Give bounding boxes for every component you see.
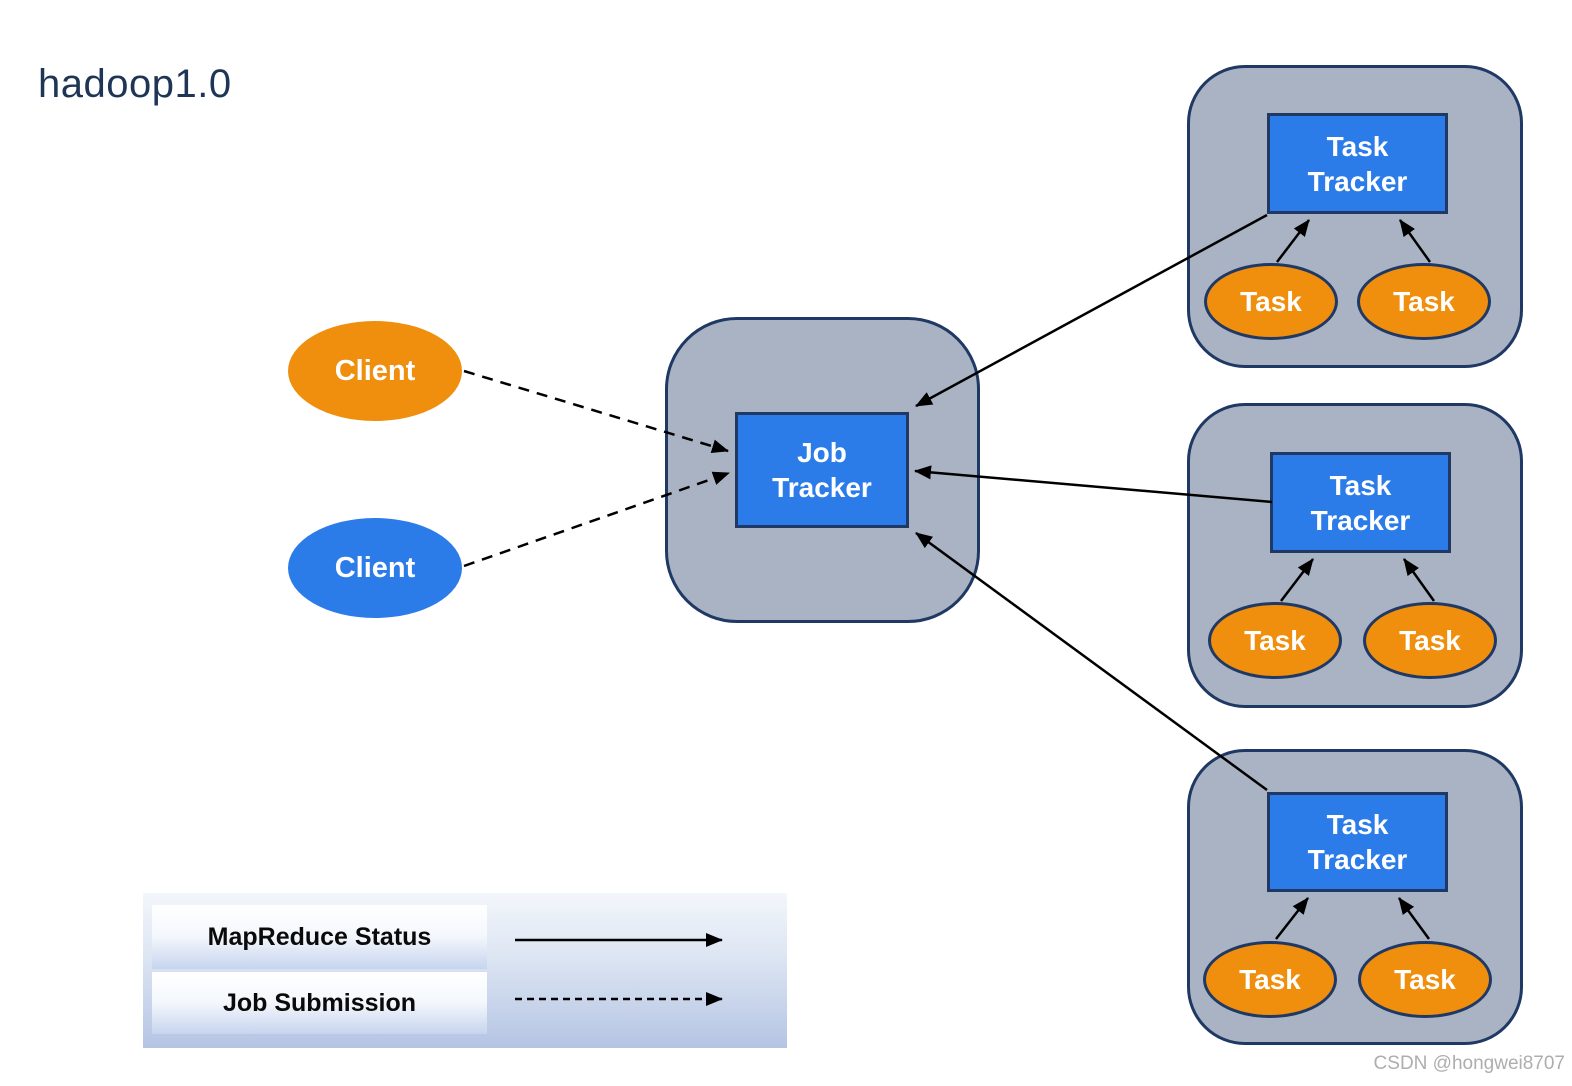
legend-item-mapreduce-status: MapReduce Status <box>152 905 487 969</box>
task-label: Task <box>1244 624 1306 656</box>
task-label: Task <box>1240 285 1302 317</box>
task-node: Task <box>1357 263 1491 340</box>
legend-label: Job Submission <box>222 988 417 1017</box>
task-tracker-label: Task Tracker <box>1310 469 1411 536</box>
watermark: CSDN @hongwei8707 <box>1373 1053 1565 1074</box>
legend-label: MapReduce Status <box>207 922 432 951</box>
task-label: Task <box>1399 624 1461 656</box>
task-tracker-node-2: Task Tracker <box>1270 452 1451 553</box>
legend-panel: MapReduce Status Job Submission <box>143 893 787 1048</box>
task-label: Task <box>1239 963 1301 995</box>
task-tracker-node-1: Task Tracker <box>1267 113 1448 214</box>
client-label: Client <box>334 354 416 387</box>
client-node-blue: Client <box>288 518 462 618</box>
job-tracker-node: Job Tracker <box>735 412 909 528</box>
job-tracker-label: Job Tracker <box>772 437 872 503</box>
legend-item-job-submission: Job Submission <box>152 972 487 1034</box>
task-tracker-label: Task Tracker <box>1307 130 1408 197</box>
task-node: Task <box>1203 941 1337 1018</box>
task-tracker-node-3: Task Tracker <box>1267 792 1448 892</box>
task-node: Task <box>1363 602 1497 679</box>
task-tracker-label: Task Tracker <box>1307 809 1408 875</box>
task-node: Task <box>1208 602 1342 679</box>
client-node-orange: Client <box>288 321 462 421</box>
task-label: Task <box>1393 285 1455 317</box>
page-title: hadoop1.0 <box>38 62 232 106</box>
task-label: Task <box>1394 963 1456 995</box>
task-node: Task <box>1204 263 1338 340</box>
task-node: Task <box>1358 941 1492 1018</box>
client-label: Client <box>334 551 416 584</box>
